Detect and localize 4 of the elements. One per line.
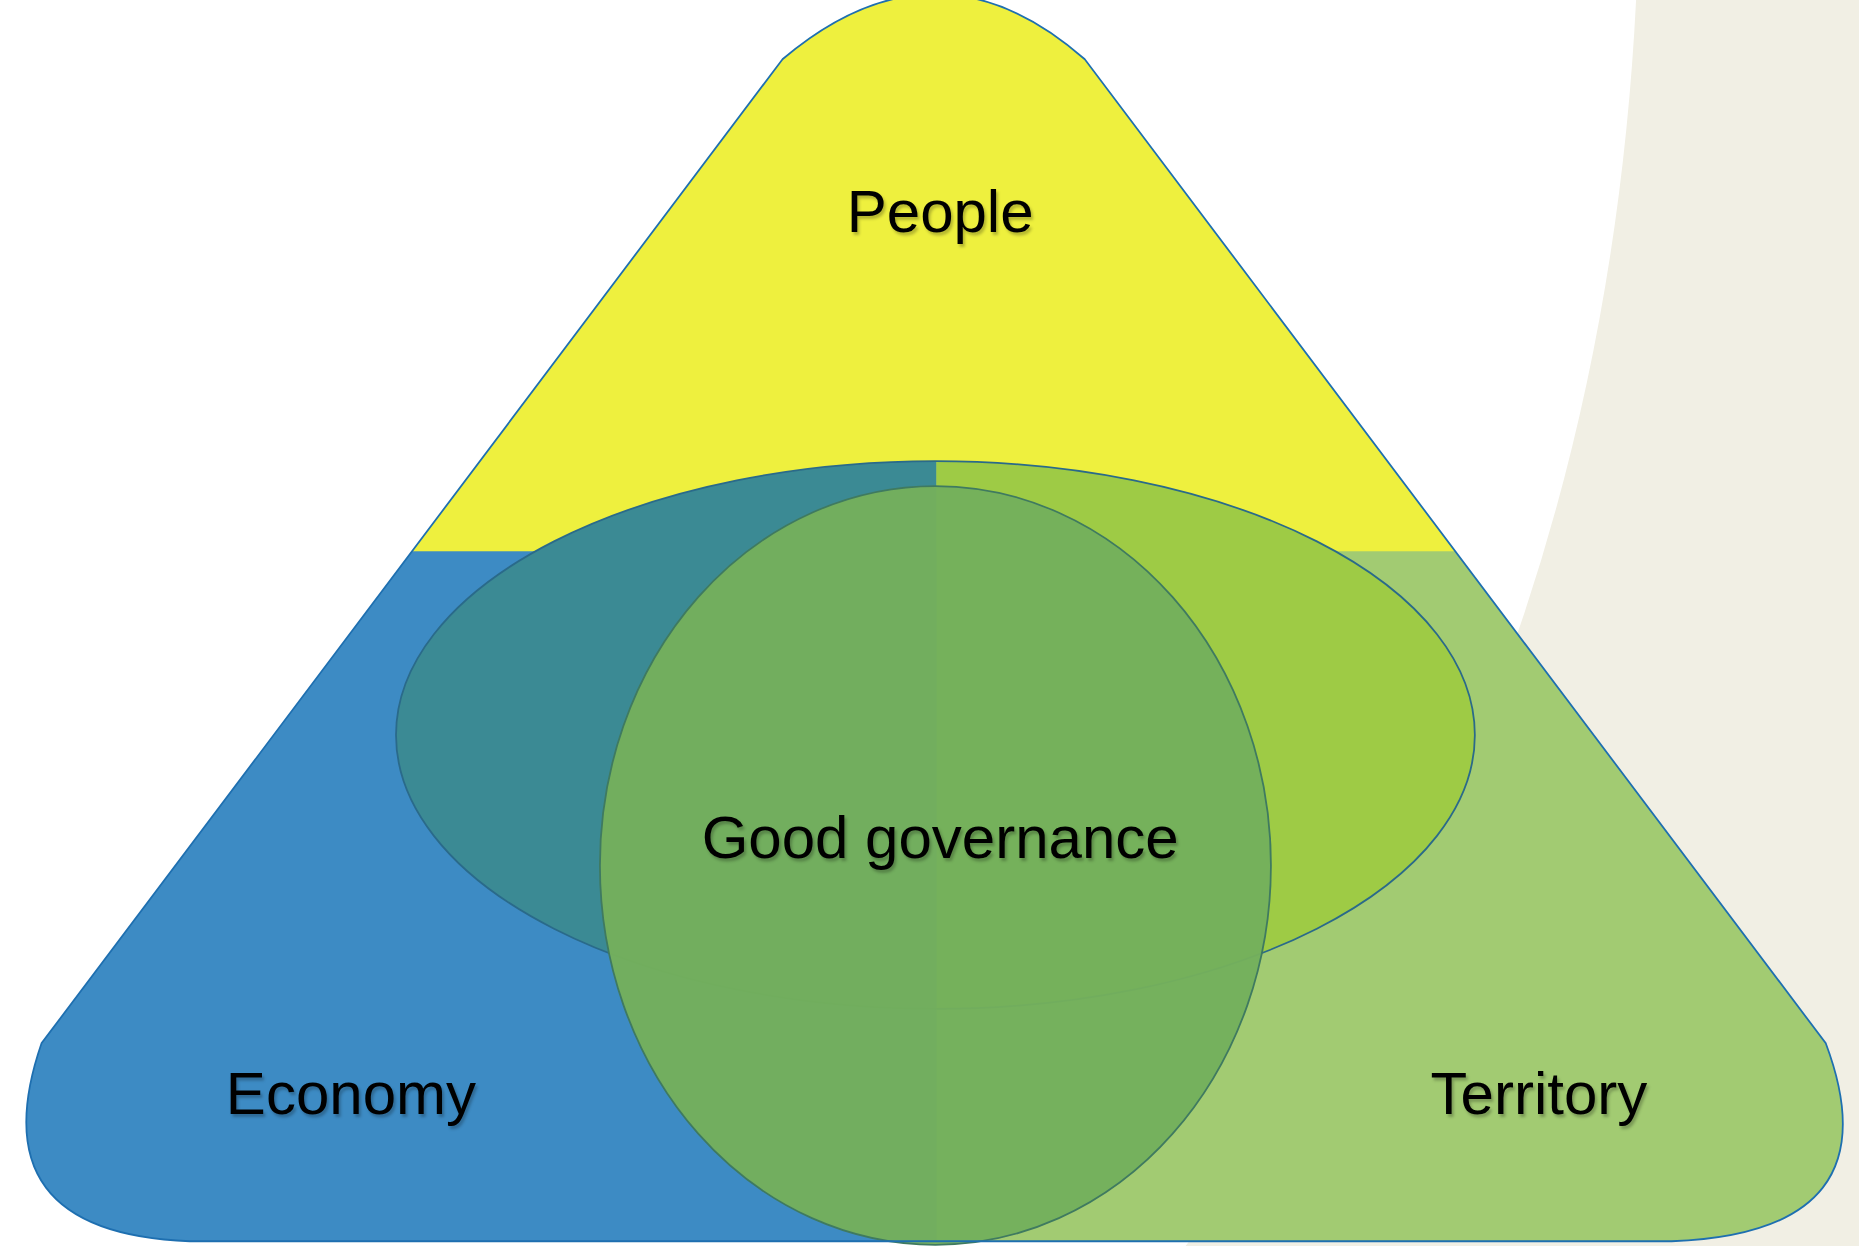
region-label: People: [846, 176, 1034, 246]
center-label: Good governance: [701, 802, 1179, 872]
region-label: Territory: [1430, 1058, 1648, 1128]
region-label: Economy: [225, 1058, 476, 1128]
